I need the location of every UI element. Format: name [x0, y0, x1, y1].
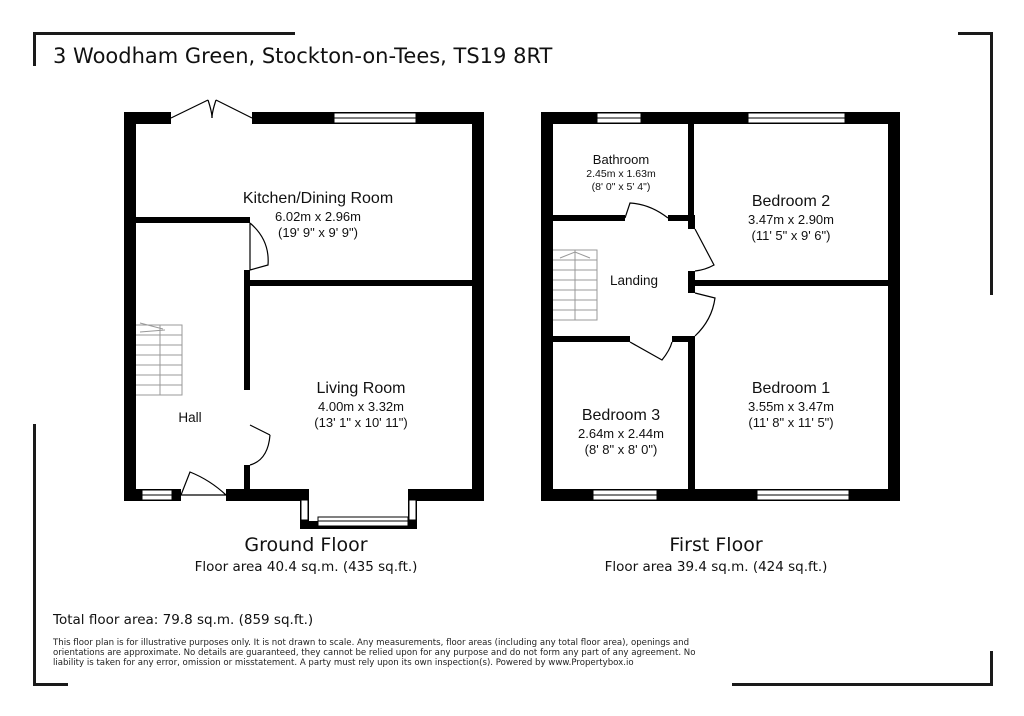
ff-wall-bath-bottom-r — [668, 215, 690, 221]
gf-stairs-outline — [136, 324, 183, 396]
frame-bottom-left-v — [33, 424, 36, 686]
frame-top-left-v — [33, 32, 36, 66]
room-bathroom-label: Bathroom 2.45m x 1.63m (8' 0" x 5' 4") — [586, 152, 655, 195]
gf-door-living — [249, 424, 271, 466]
room-landing-label: Landing — [610, 273, 658, 290]
room-bedroom2-name: Bedroom 2 — [751, 193, 831, 210]
frame-bottom-right-v — [990, 651, 993, 686]
room-bathroom-name: Bathroom — [592, 152, 650, 167]
room-living-name: Living Room — [316, 380, 406, 397]
room-bathroom-metric: 2.45m x 1.63m — [586, 168, 656, 181]
room-hall-name: Hall — [178, 410, 202, 425]
room-bedroom1-imperial: (11' 8" x 11' 5") — [748, 415, 834, 431]
ground-floor-stairs — [136, 322, 183, 396]
ff-wall-left — [541, 112, 553, 501]
ff-wall-landing-right-bot — [688, 336, 695, 489]
property-address: 3 Woodham Green, Stockton-on-Tees, TS19 … — [53, 44, 553, 68]
gf-french-door-left — [170, 99, 213, 119]
gf-wall-living-top — [247, 280, 472, 286]
first-floor-windows — [592, 112, 850, 501]
disclaimer-text: This floor plan is for illustrative purp… — [53, 638, 696, 669]
first-floor-area: Floor area 39.4 sq.m. (424 sq.ft.) — [604, 559, 828, 575]
room-living-metric: 4.00m x 3.32m — [317, 399, 404, 414]
gf-door-kitchen — [249, 222, 269, 271]
gf-window-bay-right — [408, 499, 417, 521]
room-hall-label: Hall — [178, 410, 201, 427]
ff-wall-right — [888, 112, 900, 501]
gf-wall-bottom-mid — [226, 489, 300, 501]
room-bathroom-imperial: (8' 0" x 5' 4") — [591, 181, 651, 194]
ground-floor-area: Floor area 40.4 sq.m. (435 sq.ft.) — [194, 559, 418, 575]
ff-wall-bath-bottom — [553, 215, 625, 221]
room-bedroom2-imperial: (11' 5" x 9' 6") — [751, 228, 831, 244]
room-bedroom3-label: Bedroom 3 2.64m x 2.44m (8' 8" x 8' 0") — [578, 406, 664, 459]
first-floor-doors — [624, 202, 716, 361]
ff-door-bathroom — [624, 202, 669, 219]
total-floor-area: Total floor area: 79.8 sq.m. (859 sq.ft.… — [53, 612, 314, 628]
frame-bottom-right-h — [732, 683, 993, 686]
frame-bottom-left-h — [33, 683, 68, 686]
room-kitchen-name: Kitchen/Dining Room — [242, 190, 394, 207]
room-bedroom3-name: Bedroom 3 — [581, 407, 661, 424]
ground-floor-plan — [124, 112, 484, 529]
gf-wall-bottom-right — [417, 489, 484, 501]
gf-wall-hall-living-lower — [244, 465, 250, 489]
room-bedroom1-name: Bedroom 1 — [751, 380, 831, 397]
room-bedroom2-metric: 3.47m x 2.90m — [748, 212, 834, 227]
frame-top-left-h — [33, 32, 295, 35]
ground-floor-windows — [141, 112, 417, 527]
ff-wall-top — [541, 112, 900, 124]
gf-wall-kitchen-hall — [136, 217, 250, 223]
ground-floor-title: Ground Floor — [244, 534, 368, 556]
room-bedroom2-label: Bedroom 2 3.47m x 2.90m (11' 5" x 9' 6") — [748, 192, 834, 245]
first-floor-stairs — [553, 249, 598, 321]
gf-wall-left — [124, 112, 136, 501]
ff-wall-bath-right — [688, 124, 694, 221]
room-living-label: Living Room 4.00m x 3.32m (13' 1" x 10' … — [314, 379, 407, 432]
ff-wall-landing-right-top — [688, 215, 695, 229]
room-kitchen-metric: 6.02m x 2.96m — [274, 209, 361, 224]
room-bedroom1-label: Bedroom 1 3.55m x 3.47m (11' 8" x 11' 5"… — [748, 379, 834, 432]
ff-wall-landing-right-mid — [688, 271, 695, 293]
frame-top-right-h — [958, 32, 993, 35]
ground-floor-doors — [170, 99, 271, 496]
gf-wall-hall-living-upper — [244, 270, 250, 390]
gf-french-door-right — [211, 99, 253, 119]
room-kitchen-label: Kitchen/Dining Room 6.02m x 2.96m (19' 9… — [243, 189, 393, 242]
ff-door-bedroom1 — [694, 292, 716, 337]
gf-wall-right — [472, 112, 484, 501]
room-kitchen-imperial: (19' 9" x 9' 9") — [278, 225, 358, 241]
ff-wall-bed3-top-right — [672, 336, 690, 342]
room-bedroom3-imperial: (8' 8" x 8' 0") — [584, 442, 658, 458]
room-landing-name: Landing — [609, 273, 659, 288]
gf-front-door — [180, 471, 227, 496]
room-bedroom3-metric: 2.64m x 2.44m — [578, 426, 664, 441]
ff-wall-bed2-bottom — [695, 280, 888, 286]
ff-door-bedroom2 — [694, 228, 715, 272]
ff-door-bedroom3 — [629, 341, 673, 361]
room-living-imperial: (13' 1" x 10' 11") — [314, 415, 408, 431]
first-floor-title: First Floor — [669, 534, 763, 556]
gf-window-bay-left — [300, 499, 309, 521]
room-bedroom1-metric: 3.55m x 3.47m — [748, 399, 834, 414]
frame-top-right-v — [990, 32, 993, 295]
ff-wall-bed3-top-left — [553, 336, 630, 342]
